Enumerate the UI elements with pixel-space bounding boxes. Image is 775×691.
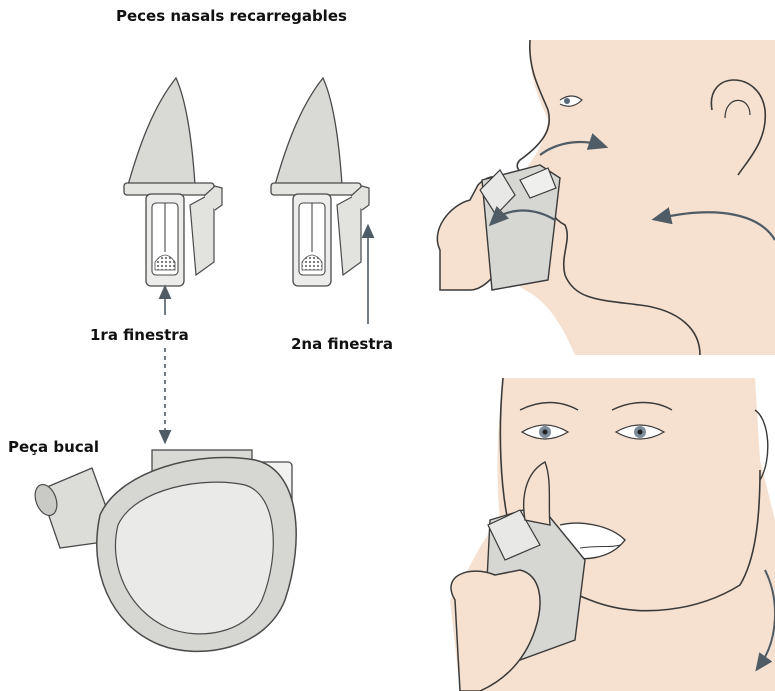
face-front-illustration (450, 378, 775, 691)
nasal-piece-1 (124, 78, 222, 315)
face-profile-illustration (437, 40, 775, 355)
mouthpiece-illustration (31, 450, 296, 651)
nasal-piece-2 (271, 78, 369, 324)
